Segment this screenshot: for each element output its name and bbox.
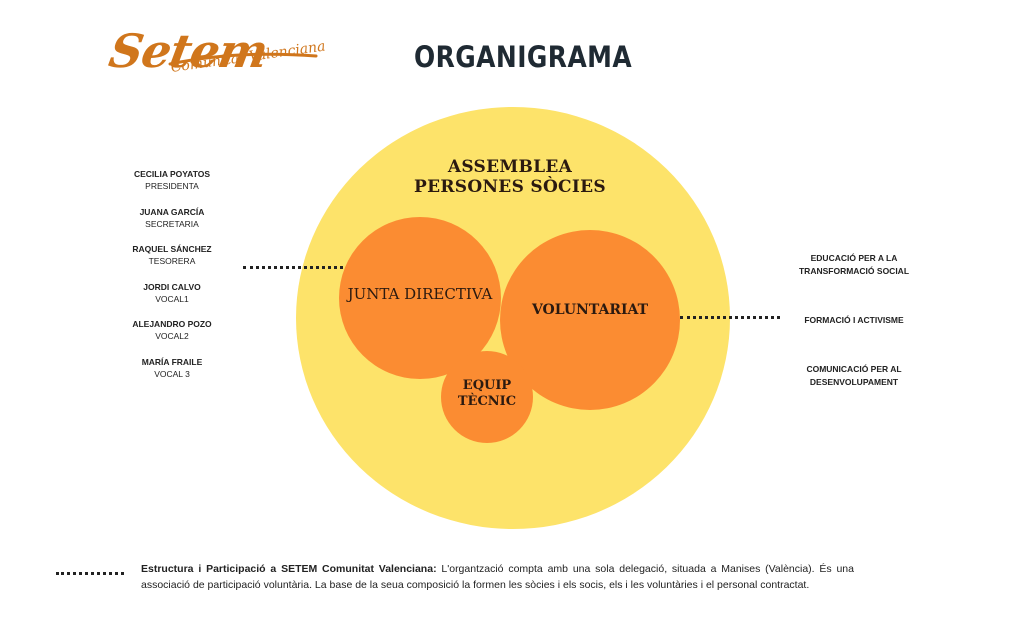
assembly-label-line1: ASSEMBLEA <box>447 157 573 177</box>
area-line2: TRANSFORMACIÓ SOCIAL <box>798 266 910 276</box>
member-item: ALEJANDRO POZO VOCAL2 <box>118 318 226 356</box>
junta-label: JUNTA DIRECTIVA <box>347 285 493 303</box>
member-role: VOCAL 3 <box>154 368 190 379</box>
member-name: MARÍA FRAILE <box>141 356 203 367</box>
junta-connector <box>243 266 343 269</box>
equip-label-line1: EQUIP <box>462 378 512 393</box>
logo-swoosh-icon <box>168 52 318 66</box>
member-item: CECILIA POYATOS PRESIDENTA <box>118 168 226 206</box>
voluntariat-label: VOLUNTARIAT <box>531 302 649 318</box>
setem-logo: Setem Comunitat Valenciana <box>105 24 348 90</box>
footer-lead: Estructura i Participació a SETEM Comuni… <box>141 563 437 575</box>
member-item: RAQUEL SÁNCHEZ TESORERA <box>118 243 226 281</box>
member-role: PRESIDENTA <box>145 181 199 191</box>
equip-label: EQUIP TÈCNIC <box>441 378 533 409</box>
board-members-list: CECILIA POYATOS PRESIDENTA JUANA GARCÍA … <box>118 168 226 393</box>
footer-description: Estructura i Participació a SETEM Comuni… <box>141 561 854 593</box>
area-line1: COMUNICACIÓ PER AL <box>806 364 902 374</box>
assembly-label-line2: PERSONES SÒCIES <box>414 177 606 198</box>
member-role: VOCAL2 <box>155 331 189 341</box>
area-line1: FORMACIÓ I ACTIVISME <box>804 315 904 325</box>
footer-connector <box>56 572 124 575</box>
member-name: JUANA GARCÍA <box>139 206 205 217</box>
member-item: JORDI CALVO VOCAL1 <box>118 281 226 319</box>
area-item: EDUCACIÓ PER A LA TRANSFORMACIÓ SOCIAL <box>786 252 922 278</box>
member-name: JORDI CALVO <box>143 281 201 292</box>
area-line1: EDUCACIÓ PER A LA <box>810 253 898 263</box>
footer-text: L'organtzació compta amb una sola delega… <box>141 563 854 591</box>
area-item: COMUNICACIÓ PER AL DESENVOLUPAMENT <box>786 363 922 389</box>
voluntariat-connector <box>680 316 780 319</box>
member-item: JUANA GARCÍA SECRETARIA <box>118 206 226 244</box>
member-name: CECILIA POYATOS <box>133 169 211 179</box>
member-role: TESORERA <box>148 256 196 266</box>
area-item: FORMACIÓ I ACTIVISME <box>786 314 922 327</box>
member-item: MARÍA FRAILE VOCAL 3 <box>118 356 226 394</box>
assembly-label: ASSEMBLEA PERSONES SÒCIES <box>400 157 620 198</box>
page-title: ORGANIGRAMA <box>414 40 633 74</box>
member-name: RAQUEL SÁNCHEZ <box>132 244 212 254</box>
member-role: VOCAL1 <box>155 293 189 304</box>
equip-label-line2: TÈCNIC <box>457 393 517 409</box>
member-role: SECRETARIA <box>145 218 199 229</box>
area-line2: DESENVOLUPAMENT <box>809 377 899 387</box>
equip-circle <box>441 351 533 443</box>
member-name: ALEJANDRO POZO <box>132 319 212 329</box>
